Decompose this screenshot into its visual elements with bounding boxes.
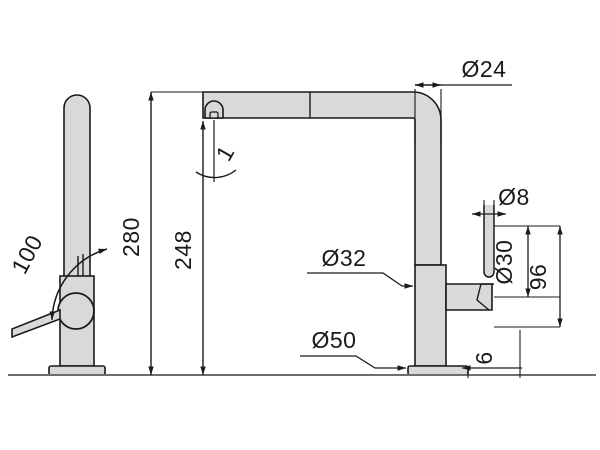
dia-32-label: Ø32	[322, 245, 367, 271]
spray-holder-chamfer	[476, 283, 490, 311]
angle-100-label: 100	[6, 231, 48, 278]
front-view-body-column	[414, 264, 447, 367]
side-view-pivot-joint	[57, 292, 95, 330]
aerator-face	[209, 111, 219, 119]
aerator-angle-arc	[195, 169, 237, 179]
front-view-base-plate	[407, 365, 469, 376]
dimension-dia-32: Ø32	[307, 245, 413, 289]
height-280-label: 280	[118, 217, 144, 257]
dimension-height-280: 280	[118, 91, 206, 375]
dimension-dia-24: Ø24	[414, 56, 512, 145]
front-view-spout-arm	[202, 91, 442, 266]
dimension-dia-30: Ø30	[491, 225, 560, 298]
dia-24-label: Ø24	[462, 56, 507, 82]
height-248-label: 248	[170, 230, 196, 270]
dia-8-label: Ø8	[498, 184, 530, 210]
internal-tube	[483, 205, 495, 278]
dia-50-label: Ø50	[312, 327, 357, 353]
depth-6-label: 6	[471, 351, 497, 364]
side-view-base-plate	[48, 365, 106, 376]
dimension-dia-50: Ø50	[300, 327, 406, 371]
dia-32-leader	[307, 272, 413, 289]
dimension-height-248: 248	[170, 121, 206, 375]
dimension-height-96: 96	[494, 226, 563, 328]
dimension-annotations: 100 280 248 1	[6, 56, 563, 378]
dia-50-leader	[300, 355, 406, 371]
front-view-faucet	[202, 91, 495, 376]
angle-100-arc	[49, 248, 108, 321]
faucet-geometry	[8, 91, 596, 376]
dimension-dia-8: Ø8	[472, 184, 530, 217]
height-96-label: 96	[525, 264, 551, 291]
dimension-depth-6: 6	[462, 330, 522, 378]
dia-30-label: Ø30	[491, 240, 517, 285]
aerator-angle-1-label: 1	[210, 141, 239, 166]
